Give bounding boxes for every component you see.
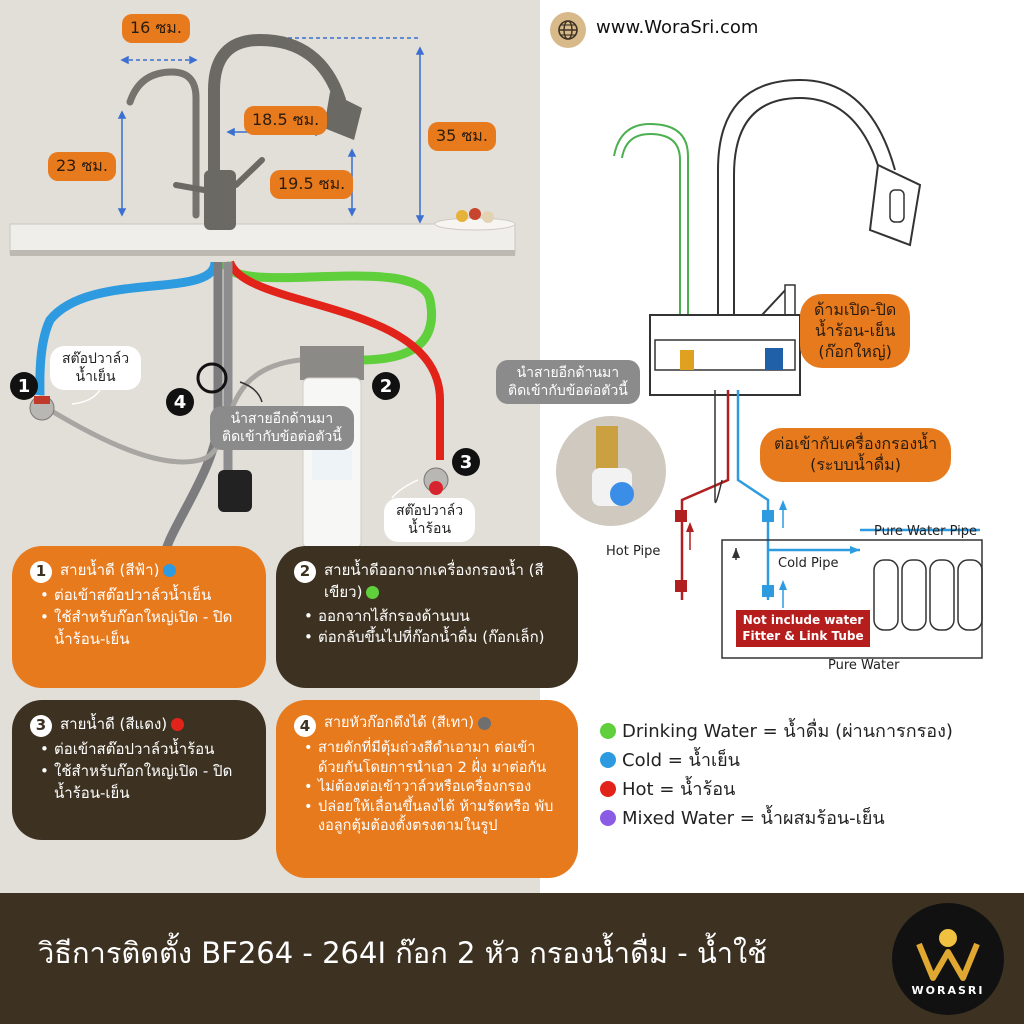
marker-1: 1	[10, 372, 38, 400]
purple-dot-icon	[600, 809, 616, 826]
marker-3: 3	[452, 448, 480, 476]
card-title: สายน้ำดีออกจากเครื่องกรองน้ำ (สีเขียว)	[324, 561, 544, 601]
card-item: ต่อเข้าสต๊อปวาล์วน้ำร้อน	[40, 739, 248, 761]
marker-4: 4	[166, 388, 194, 416]
card-number: 3	[30, 715, 52, 737]
legend-mixed: Mixed Water = น้ำผสมร้อน-เย็น	[600, 803, 885, 832]
red-dot-icon	[600, 780, 616, 797]
connector-photo	[556, 416, 666, 526]
footer-bar	[0, 893, 1024, 1024]
cold-pipe-label: Cold Pipe	[778, 556, 839, 571]
card-number: 4	[294, 715, 316, 737]
hot-pipe-label: Hot Pipe	[606, 544, 661, 559]
green-dot-icon	[600, 722, 616, 739]
w-logo-icon	[916, 928, 980, 981]
card-blue-hose: 1 สายน้ำดี (สีฟ้า) ต่อเข้าสต๊อปวาล์วน้ำเ…	[12, 546, 266, 688]
globe-icon	[550, 12, 586, 48]
pure-water-pipe-label: Pure Water Pipe	[874, 524, 978, 539]
dimension-height-19-5: 19.5 ซม.	[270, 170, 354, 199]
legend-drinking: Drinking Water = น้ำดื่ม (ผ่านการกรอง)	[600, 716, 953, 745]
card-title: สายน้ำดี (สีแดง)	[60, 715, 168, 733]
website-link[interactable]: www.WoraSri.com	[596, 17, 759, 38]
pull-hose-note: นำสายอีกด้านมาติดเข้ากับข้อต่อตัวนี้	[210, 406, 354, 451]
card-title: สายน้ำดี (สีฟ้า)	[60, 561, 160, 579]
legend-cold: Cold = น้ำเย็น	[600, 745, 740, 774]
dimension-reach-18-5: 18.5 ซม.	[244, 106, 328, 135]
card-item: ปล่อยให้เลื่อนขึ้นลงได้ ห้ามรัดหรือ พับง…	[304, 798, 560, 837]
card-red-hose: 3 สายน้ำดี (สีแดง) ต่อเข้าสต๊อปวาล์วน้ำร…	[12, 700, 266, 840]
blue-dot-icon	[600, 751, 616, 768]
legend-hot: Hot = น้ำร้อน	[600, 774, 735, 803]
card-title: สายหัวก๊อกดึงได้ (สีเทา)	[324, 715, 475, 731]
dimension-width-16: 16 ซม.	[122, 14, 190, 43]
card-number: 2	[294, 561, 316, 583]
card-grey-hose: 4 สายหัวก๊อกดึงได้ (สีเทา) สายดักที่มีตุ…	[276, 700, 578, 878]
connector-note: นำสายอีกด้านมาติดเข้ากับข้อต่อตัวนี้	[496, 360, 640, 405]
card-item: ใช้สำหรับก๊อกใหญ่เปิด - ปิด น้ำร้อน-เย็น	[40, 761, 248, 805]
card-number: 1	[30, 561, 52, 583]
faucet-installation-illustration	[9, 33, 516, 560]
cold-valve-label: สต๊อปวาล์วน้ำเย็น	[50, 346, 142, 391]
green-dot-icon	[366, 585, 380, 599]
red-dot-icon	[171, 718, 185, 731]
card-item: ต่อกลับขึ้นไปที่ก๊อกน้ำดื่ม (ก๊อกเล็ก)	[304, 627, 560, 649]
card-item: ใช้สำหรับก๊อกใหญ่เปิด - ปิด น้ำร้อน-เย็น	[40, 607, 248, 651]
card-item: ออกจากไส้กรองด้านบน	[304, 606, 560, 628]
card-item: ไม่ต้องต่อเข้าวาล์วหรือเครื่องกรอง	[304, 778, 560, 798]
dimension-height-23: 23 ซม.	[48, 152, 116, 181]
card-item: ต่อเข้าสต๊อปวาล์วน้ำเย็น	[40, 585, 248, 607]
blue-dot-icon	[163, 564, 177, 577]
worasri-logo[interactable]: WORASRI	[892, 903, 1004, 1015]
footer-title: วิธีการติดตั้ง BF264 - 264I ก๊อก 2 หัว ก…	[38, 936, 767, 970]
grey-dot-icon	[478, 716, 492, 730]
filter-note: ต่อเข้ากับเครื่องกรองน้ำ(ระบบน้ำดื่ม)	[760, 428, 952, 482]
card-item: สายดักที่มีตุ้มถ่วงสีดำเอามา ต่อเข้าด้วย…	[304, 739, 560, 778]
faucet-line-diagram	[613, 78, 983, 659]
card-green-hose: 2 สายน้ำดีออกจากเครื่องกรองน้ำ (สีเขียว)…	[276, 546, 578, 688]
marker-2: 2	[372, 372, 400, 400]
dimension-height-35: 35 ซม.	[428, 122, 496, 151]
logo-text: WORASRI	[911, 983, 985, 997]
handle-note: ด้ามเปิด-ปิดน้ำร้อน-เย็น(ก๊อกใหญ่)	[800, 294, 911, 369]
pure-water-label: Pure Water	[828, 658, 900, 673]
hot-valve-label: สต๊อปวาล์วน้ำร้อน	[384, 498, 476, 543]
